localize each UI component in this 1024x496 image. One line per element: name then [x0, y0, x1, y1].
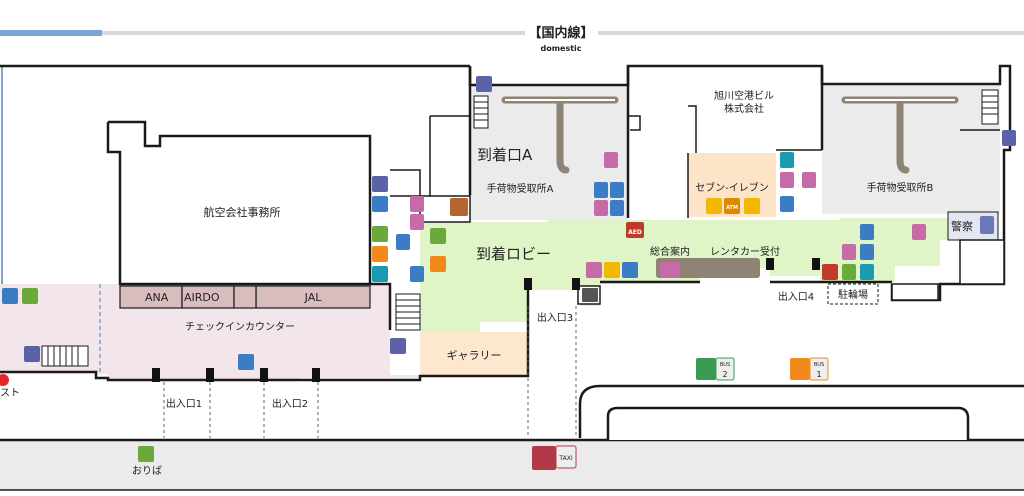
toilet-men-icon	[860, 244, 874, 260]
header-subtitle: domestic	[540, 44, 581, 53]
svg-text:BUS: BUS	[720, 362, 730, 368]
svg-text:AED: AED	[628, 229, 642, 236]
toilet-women-icon	[410, 196, 424, 212]
svg-text:1: 1	[816, 370, 821, 379]
toilet-men-icon	[780, 196, 794, 212]
toilet-men-icon	[610, 182, 624, 198]
toilet-women-icon	[604, 152, 618, 168]
header-title: 【国内線】	[528, 25, 593, 41]
accessible-icon	[842, 264, 856, 280]
exit-2-label: 出入口2	[272, 397, 308, 410]
info-icon[interactable]	[604, 262, 620, 278]
charging-icon	[430, 256, 446, 272]
arrival-lobby-label: 到着ロビー	[476, 245, 551, 263]
accessible-icon	[138, 446, 154, 462]
baggage-claim-b-zone	[822, 84, 1000, 214]
left-zone	[0, 66, 100, 284]
toilet-men-icon	[396, 234, 410, 250]
stairs-icon	[473, 95, 489, 129]
toilet-men-icon	[860, 264, 874, 280]
accessible-icon	[430, 228, 446, 244]
atm-icon: ATM	[706, 198, 760, 214]
checkin-counter-label: チェックインカウンター	[185, 321, 295, 333]
toilet-women-icon	[912, 224, 926, 240]
parking-label: 駐輪場	[838, 288, 868, 301]
aed-icon: AED	[626, 222, 644, 238]
toilet-women-icon	[842, 244, 856, 260]
toilet-women-icon	[660, 262, 680, 278]
bus-icon[interactable]: BUS 2	[696, 357, 735, 381]
nursery-icon	[450, 198, 468, 216]
toilet-women-icon	[802, 172, 816, 188]
rent-a-car-label: レンタカー受付	[710, 245, 780, 258]
road	[0, 440, 1024, 496]
toilet-men-icon	[410, 266, 424, 282]
header-line-right	[598, 31, 1024, 35]
stairs-icon	[41, 345, 89, 367]
information-label: 総合案内	[650, 245, 690, 258]
arrival-a-label: 到着口A	[477, 146, 533, 164]
toilet-men-icon	[610, 200, 624, 216]
phone-icon	[372, 246, 388, 262]
info-icon[interactable]	[586, 262, 602, 278]
rent-a-car-counter	[656, 258, 760, 278]
baggage-claim-a-label: 手荷物受取所A	[487, 182, 554, 195]
stairs-icon	[981, 89, 999, 125]
svg-text:TAXI: TAXI	[558, 455, 572, 462]
gallery-zone	[420, 332, 528, 376]
smoking-area-icon	[582, 288, 598, 302]
baggage-claim-b-label: 手荷物受取所B	[867, 181, 934, 194]
escalator-icon	[476, 76, 492, 92]
bus-island	[578, 384, 1024, 438]
building-company-label-2: 株式会社	[724, 102, 764, 115]
toilet-women-icon	[594, 200, 608, 216]
toilet-women-icon	[780, 172, 794, 188]
svg-text:BUS: BUS	[814, 362, 824, 368]
elevator-icon	[1002, 130, 1016, 146]
info-icon[interactable]	[372, 196, 388, 212]
header-progress-bar	[0, 30, 102, 36]
bus-icon[interactable]: BUS 1	[790, 357, 829, 381]
escalator-icon	[390, 338, 406, 354]
escalator-icon	[24, 346, 40, 362]
stairs-icon	[395, 293, 421, 331]
police-label: 警察	[951, 219, 973, 233]
counter-ana-label: ANA	[145, 291, 169, 304]
counter-jal-label: JAL	[304, 291, 323, 304]
police-icon	[980, 216, 994, 234]
airline-office-label: 航空会社事務所	[204, 205, 281, 219]
exit-3-label: 出入口3	[537, 311, 573, 324]
building-company-label-1: 旭川空港ビル	[714, 89, 774, 102]
toilet-men-icon	[594, 182, 608, 198]
door-markers	[152, 258, 820, 382]
toilet-women-icon	[410, 214, 424, 230]
header-line-left	[102, 31, 525, 35]
coin-locker-icon	[372, 226, 388, 242]
elevator-icon	[372, 176, 388, 192]
parking-box	[827, 283, 879, 305]
left-cut-label: スト	[0, 388, 20, 399]
toilet-men-icon	[860, 224, 874, 240]
info-icon[interactable]	[622, 262, 638, 278]
seven-eleven-label: セブン-イレブン	[695, 181, 769, 194]
phone-icon	[372, 266, 388, 282]
counter-airdo-label: AIRDO	[184, 291, 220, 304]
exit-1-label: 出入口1	[166, 397, 202, 410]
first-aid-icon	[822, 264, 838, 280]
exit-4-label: 出入口4	[778, 290, 814, 303]
coin-locker-icon	[22, 288, 38, 304]
toilet-men-icon	[780, 152, 794, 168]
taxi-icon[interactable]: TAXI	[532, 445, 577, 470]
svg-text:2: 2	[722, 370, 727, 379]
dropoff-label: おりば	[132, 465, 162, 477]
aed-small-icon	[0, 374, 9, 386]
svg-text:ATM: ATM	[726, 205, 738, 211]
accessible-icon[interactable]	[238, 354, 254, 370]
gallery-label: ギャラリー	[447, 349, 502, 362]
phone-icon	[2, 288, 18, 304]
